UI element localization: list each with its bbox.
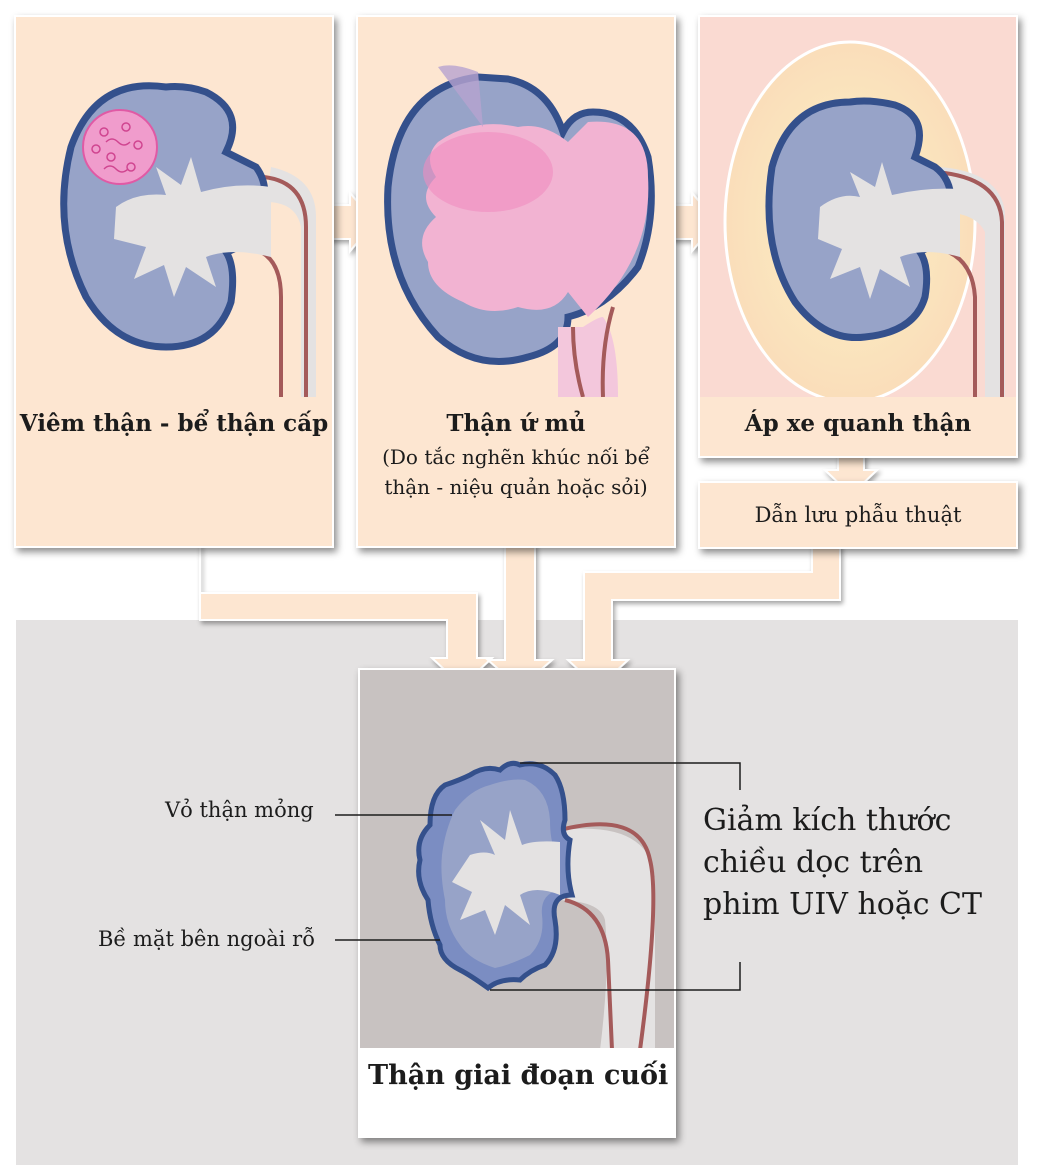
end-stage-caption-box: Thận giai đoạn cuối — [360, 1048, 674, 1136]
reduction-bracket — [490, 762, 741, 991]
kidney-end-stage-illustration — [416, 760, 656, 1050]
panel-subtitle-pyonephrosis-line1: (Do tắc nghẽn khúc nối bể — [382, 445, 650, 469]
panel-title-abscess: Áp xe quanh thận — [744, 410, 972, 437]
reduction-description: Giảm kích thước chiều dọc trên phim UIV … — [703, 800, 982, 926]
kidney-pyonephrosis-illustration — [384, 65, 655, 397]
panel-subtitle-pyonephrosis-line2: thận - niệu quản hoặc sỏi) — [384, 475, 648, 499]
surgical-drainage-box: Dẫn lưu phẫu thuật — [698, 481, 1018, 549]
panel-perinephric-abscess: Áp xe quanh thận — [698, 15, 1018, 458]
end-stage-title: Thận giai đoạn cuối — [368, 1060, 669, 1091]
label-irregular-surface: Bề mặt bên ngoài rỗ — [98, 927, 316, 951]
kidney-abscess-illustration — [700, 17, 1016, 397]
reduction-line-1: Giảm kích thước — [703, 803, 952, 838]
reduction-line-2: chiều dọc trên — [703, 845, 924, 880]
kidney-pyelonephritis-illustration — [60, 82, 316, 397]
panel-title-pyonephrosis: Thận ứ mủ — [446, 410, 586, 437]
panel-pyonephrosis: Thận ứ mủ (Do tắc nghẽn khúc nối bể thận… — [356, 15, 676, 548]
surgical-drainage-label: Dẫn lưu phẫu thuật — [754, 503, 962, 527]
reduction-line-3: phim UIV hoặc CT — [703, 887, 983, 922]
panel-end-stage-kidney: Thận giai đoạn cuối — [358, 668, 676, 1138]
panel-title-pyelonephritis: Viêm thận - bể thận cấp — [19, 410, 329, 437]
panel-acute-pyelonephritis: Viêm thận - bể thận cấp — [14, 15, 334, 548]
label-thin-cortex: Vỏ thận mỏng — [165, 798, 314, 822]
